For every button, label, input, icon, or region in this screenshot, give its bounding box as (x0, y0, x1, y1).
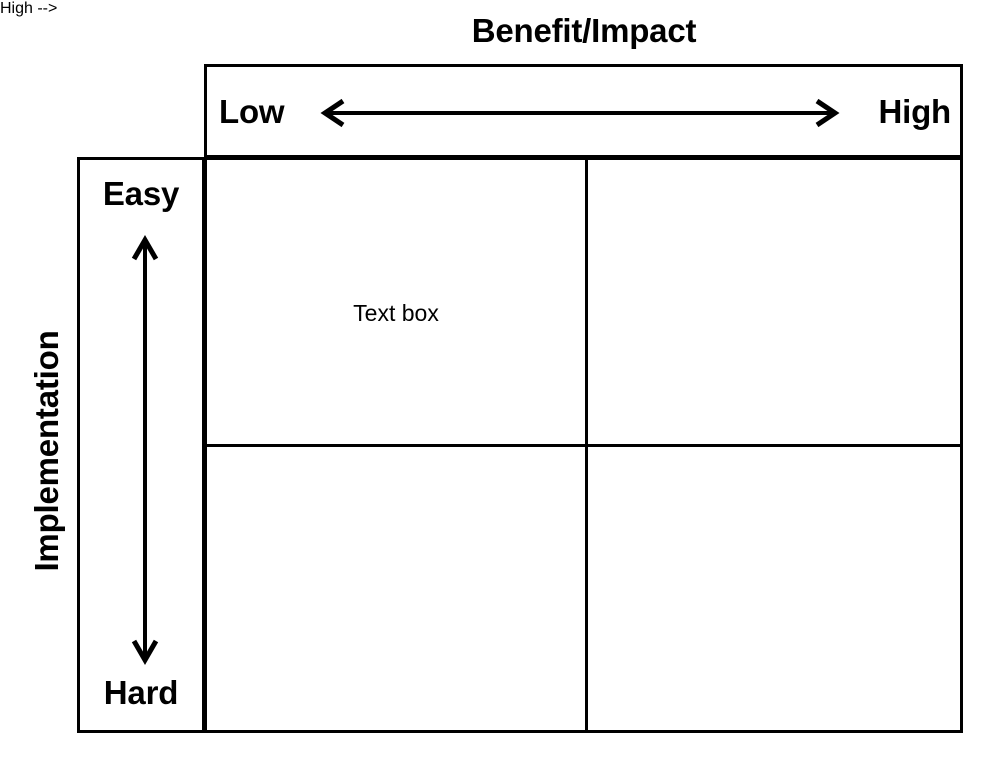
quadrant-bottom-left[interactable] (207, 447, 585, 730)
y-axis-title: Implementation (28, 330, 65, 572)
quadrant-top-left[interactable]: Text box (207, 160, 585, 444)
quadrant-bottom-right[interactable] (588, 447, 960, 730)
x-axis-high-label: High (878, 93, 951, 130)
matrix-horizontal-divider (207, 444, 960, 447)
matrix-grid: Text box (204, 157, 963, 733)
quadrant-top-left-text[interactable]: Text box (353, 300, 439, 326)
y-axis-easy-label: Easy (102, 175, 180, 212)
x-axis-title: Benefit/Impact (471, 12, 697, 49)
vertical-double-arrow-icon (130, 232, 160, 668)
quadrant-top-right[interactable] (588, 160, 960, 444)
horizontal-double-arrow-icon (315, 98, 845, 128)
y-axis-hard-label: Hard (103, 674, 179, 711)
y-axis-scale-box: Easy Hard (77, 157, 205, 733)
x-axis-scale-box: Low High (204, 64, 963, 158)
x-axis-low-label: Low (219, 93, 285, 130)
